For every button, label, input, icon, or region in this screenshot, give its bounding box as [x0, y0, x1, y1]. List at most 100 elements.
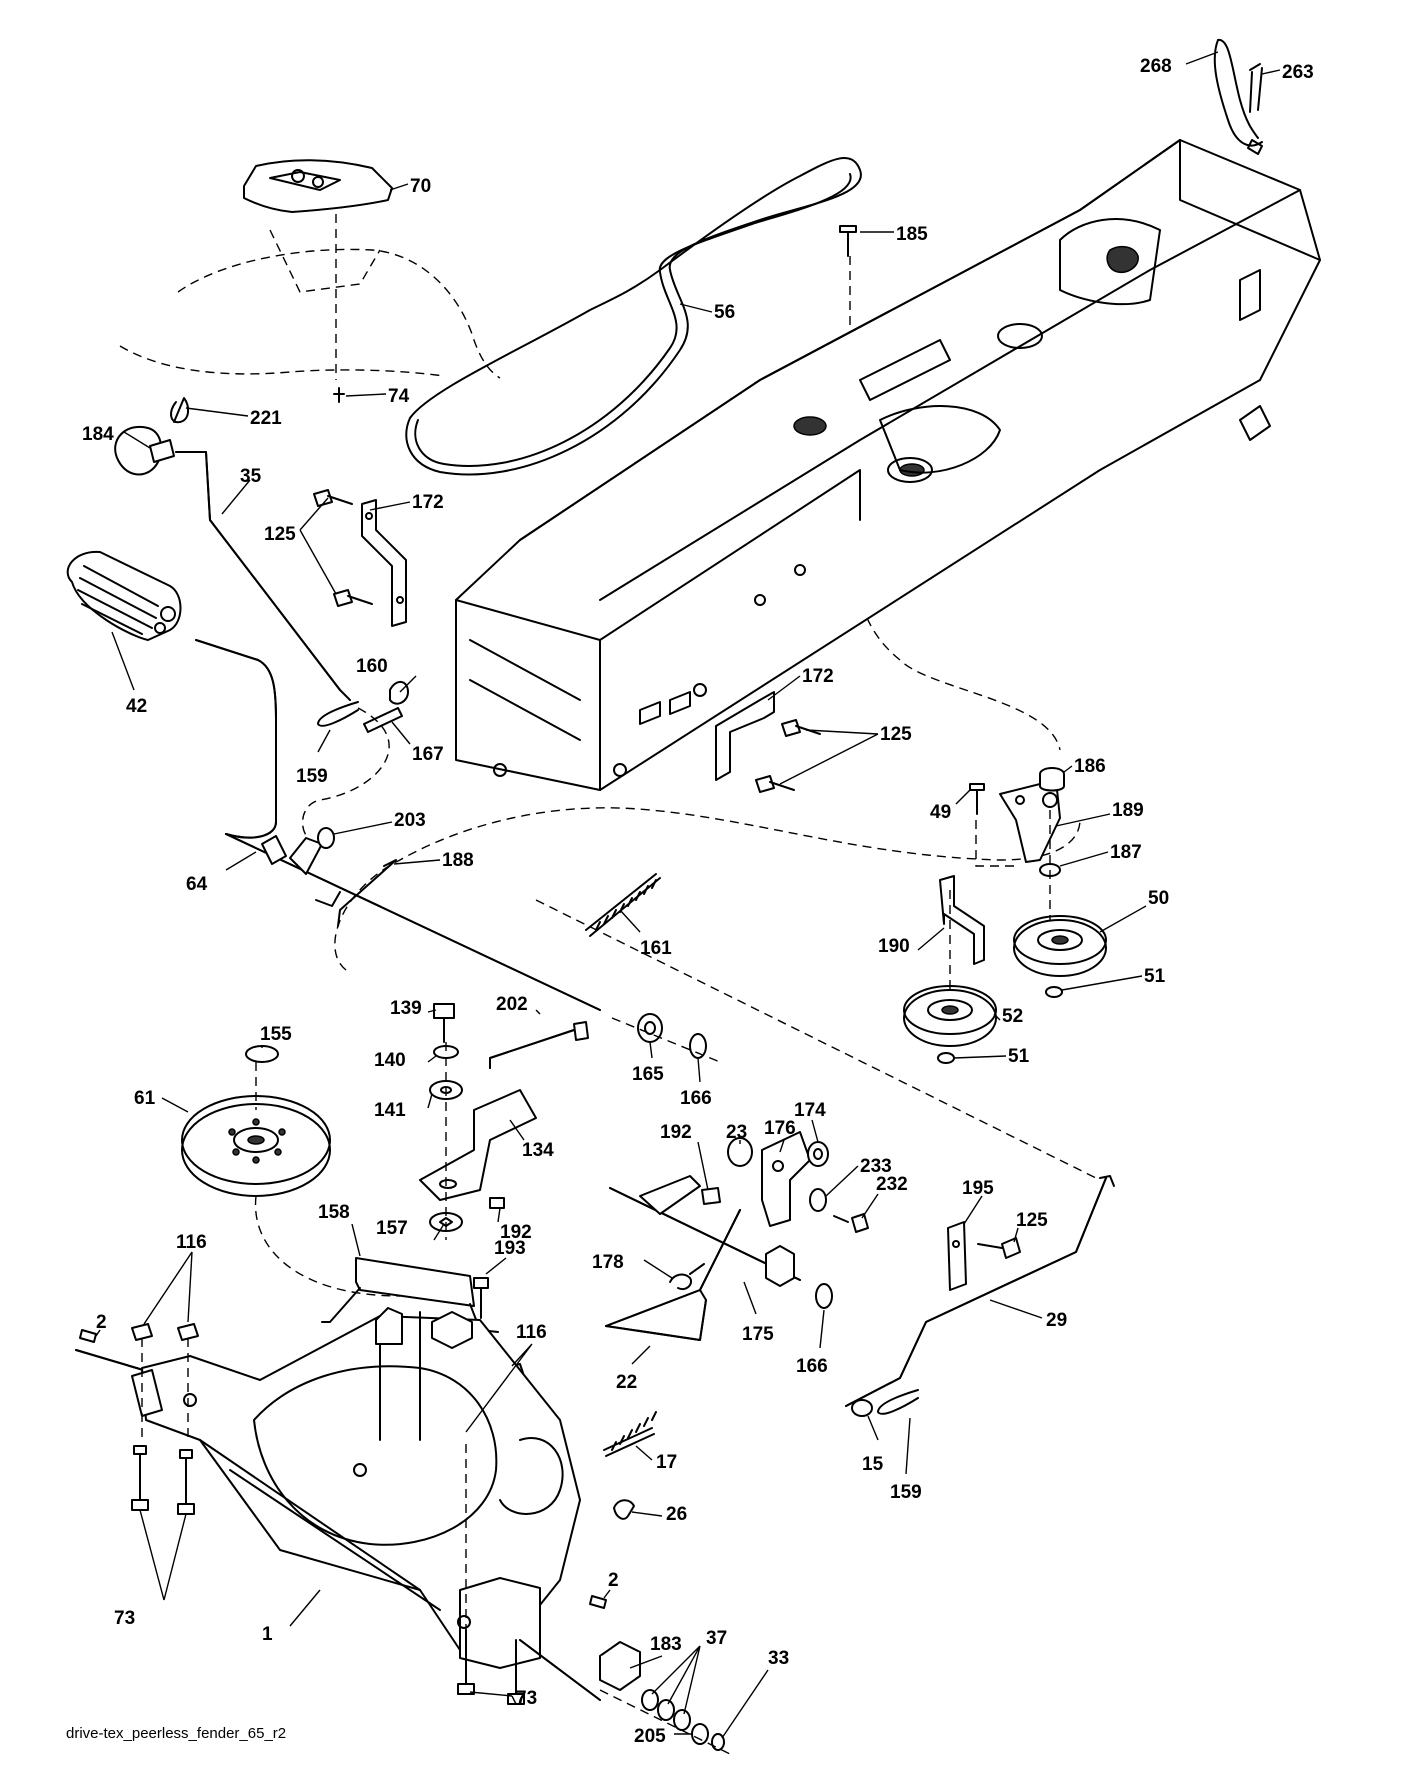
part-2-key-b	[589, 1595, 607, 1609]
part-22-brake-arm	[605, 1209, 741, 1341]
callout-26: 26	[666, 1504, 687, 1525]
callout-64: 64	[186, 874, 208, 895]
part-159-hairpin-a	[317, 701, 359, 727]
callout-51-upper: 51	[1144, 966, 1166, 987]
callout-159-left: 159	[296, 766, 328, 787]
part-73-bolt-a	[131, 1445, 149, 1511]
part-116-nut-a	[131, 1323, 153, 1341]
part-190-idler-bracket	[939, 875, 985, 965]
callout-166-lower: 166	[796, 1356, 828, 1377]
part-155-retaining-ring	[245, 1045, 279, 1063]
callout-61: 61	[134, 1088, 156, 1109]
part-167-link	[363, 707, 403, 733]
callout-203: 203	[394, 810, 426, 831]
callout-73-bottom: 73	[516, 1688, 537, 1709]
part-64-pedal-shaft	[195, 639, 601, 1011]
callout-183: 183	[650, 1634, 682, 1655]
part-203-washer	[317, 827, 335, 849]
callout-52: 52	[1002, 1006, 1023, 1027]
part-73-bolt-b	[177, 1449, 195, 1515]
part-268-cable	[1213, 39, 1263, 155]
callout-139: 139	[390, 998, 422, 1019]
part-125-bolt-lower-a	[781, 719, 821, 737]
callout-188: 188	[442, 850, 474, 871]
part-263-screw	[1249, 63, 1263, 113]
part-125-bolt-lower-b	[755, 775, 795, 793]
part-15-washer	[851, 1399, 873, 1417]
part-189-idler-plate	[999, 779, 1061, 863]
part-125-bolt-upper-b	[333, 589, 373, 607]
dash-axle-stack	[599, 1689, 731, 1755]
callout-116-left: 116	[176, 1232, 207, 1253]
part-29-control-rod	[845, 1175, 1115, 1407]
dash-pulley-to-transaxle	[254, 1062, 401, 1297]
part-51-nut-b	[937, 1052, 955, 1064]
callout-29: 29	[1046, 1310, 1067, 1331]
part-205-washer	[691, 1723, 709, 1745]
part-172-bracket-lower	[715, 691, 775, 781]
part-160-clip	[389, 681, 409, 705]
callout-192-lower: 192	[500, 1222, 532, 1243]
part-37-washer-b	[657, 1699, 675, 1721]
part-26-spring	[613, 1499, 635, 1520]
part-1-transaxle	[75, 1307, 601, 1701]
callout-186: 186	[1074, 756, 1106, 777]
part-23-bushing	[727, 1137, 753, 1167]
callout-56: 56	[714, 302, 735, 323]
callout-174: 174	[794, 1100, 826, 1121]
callout-42: 42	[126, 696, 147, 717]
dash-159-to-shaft	[301, 707, 390, 841]
callout-125-right: 125	[1016, 1210, 1048, 1231]
dash-idler-axis	[949, 810, 1051, 1000]
part-161-spring	[585, 873, 661, 937]
callout-35: 35	[240, 466, 262, 487]
part-176-bracket	[761, 1131, 811, 1227]
callout-2-lower: 2	[608, 1570, 619, 1591]
part-232-bolt	[833, 1213, 869, 1233]
diagram-caption: drive-tex_peerless_fender_65_r2	[66, 1725, 286, 1742]
part-50-idler-pulley-a	[1013, 915, 1107, 977]
part-166-washer-a	[689, 1033, 707, 1059]
callout-125-lower: 125	[880, 724, 912, 745]
callout-141: 141	[374, 1100, 406, 1121]
callout-172-upper: 172	[412, 492, 444, 513]
dash-165-166	[611, 1017, 721, 1063]
fender-outline-dashed	[119, 214, 501, 380]
part-2-key-a	[79, 1329, 97, 1343]
part-185-bolt	[839, 225, 857, 257]
callout-23: 23	[726, 1122, 747, 1143]
callout-187: 187	[1110, 842, 1142, 863]
callout-125-upper: 125	[264, 524, 296, 545]
callout-157: 157	[376, 1218, 408, 1239]
part-116-nut-b	[177, 1323, 199, 1341]
callout-184: 184	[82, 424, 114, 445]
callout-70: 70	[410, 176, 431, 197]
part-139-bolt	[433, 1003, 455, 1043]
callout-175: 175	[742, 1324, 774, 1345]
callout-50: 50	[1148, 888, 1169, 909]
part-125-bolt-upper-a	[313, 489, 353, 507]
callout-17: 17	[656, 1452, 677, 1473]
callout-268: 268	[1140, 56, 1172, 77]
callout-74: 74	[388, 386, 410, 407]
part-175-brake-shaft	[609, 1175, 801, 1287]
callout-15: 15	[862, 1454, 884, 1475]
callout-159-right: 159	[890, 1482, 922, 1503]
part-195-bracket	[947, 1221, 967, 1291]
callout-37: 37	[706, 1628, 727, 1649]
callout-140: 140	[374, 1050, 406, 1071]
callout-185: 185	[896, 224, 928, 245]
leader-lines	[95, 51, 1281, 1739]
callout-166-upper: 166	[680, 1088, 712, 1109]
part-192-nut-a	[489, 1197, 505, 1209]
part-125-bolt-right	[977, 1237, 1021, 1259]
callout-160: 160	[356, 656, 388, 677]
callout-22: 22	[616, 1372, 637, 1393]
part-33-nut	[711, 1733, 725, 1751]
callout-134: 134	[522, 1140, 554, 1161]
part-37-washer-a	[641, 1689, 659, 1711]
part-165-bushing	[637, 1013, 663, 1043]
part-159-hairpin-b	[877, 1389, 919, 1415]
part-56-drive-belt	[405, 157, 862, 476]
part-172-bracket-upper	[361, 499, 407, 627]
